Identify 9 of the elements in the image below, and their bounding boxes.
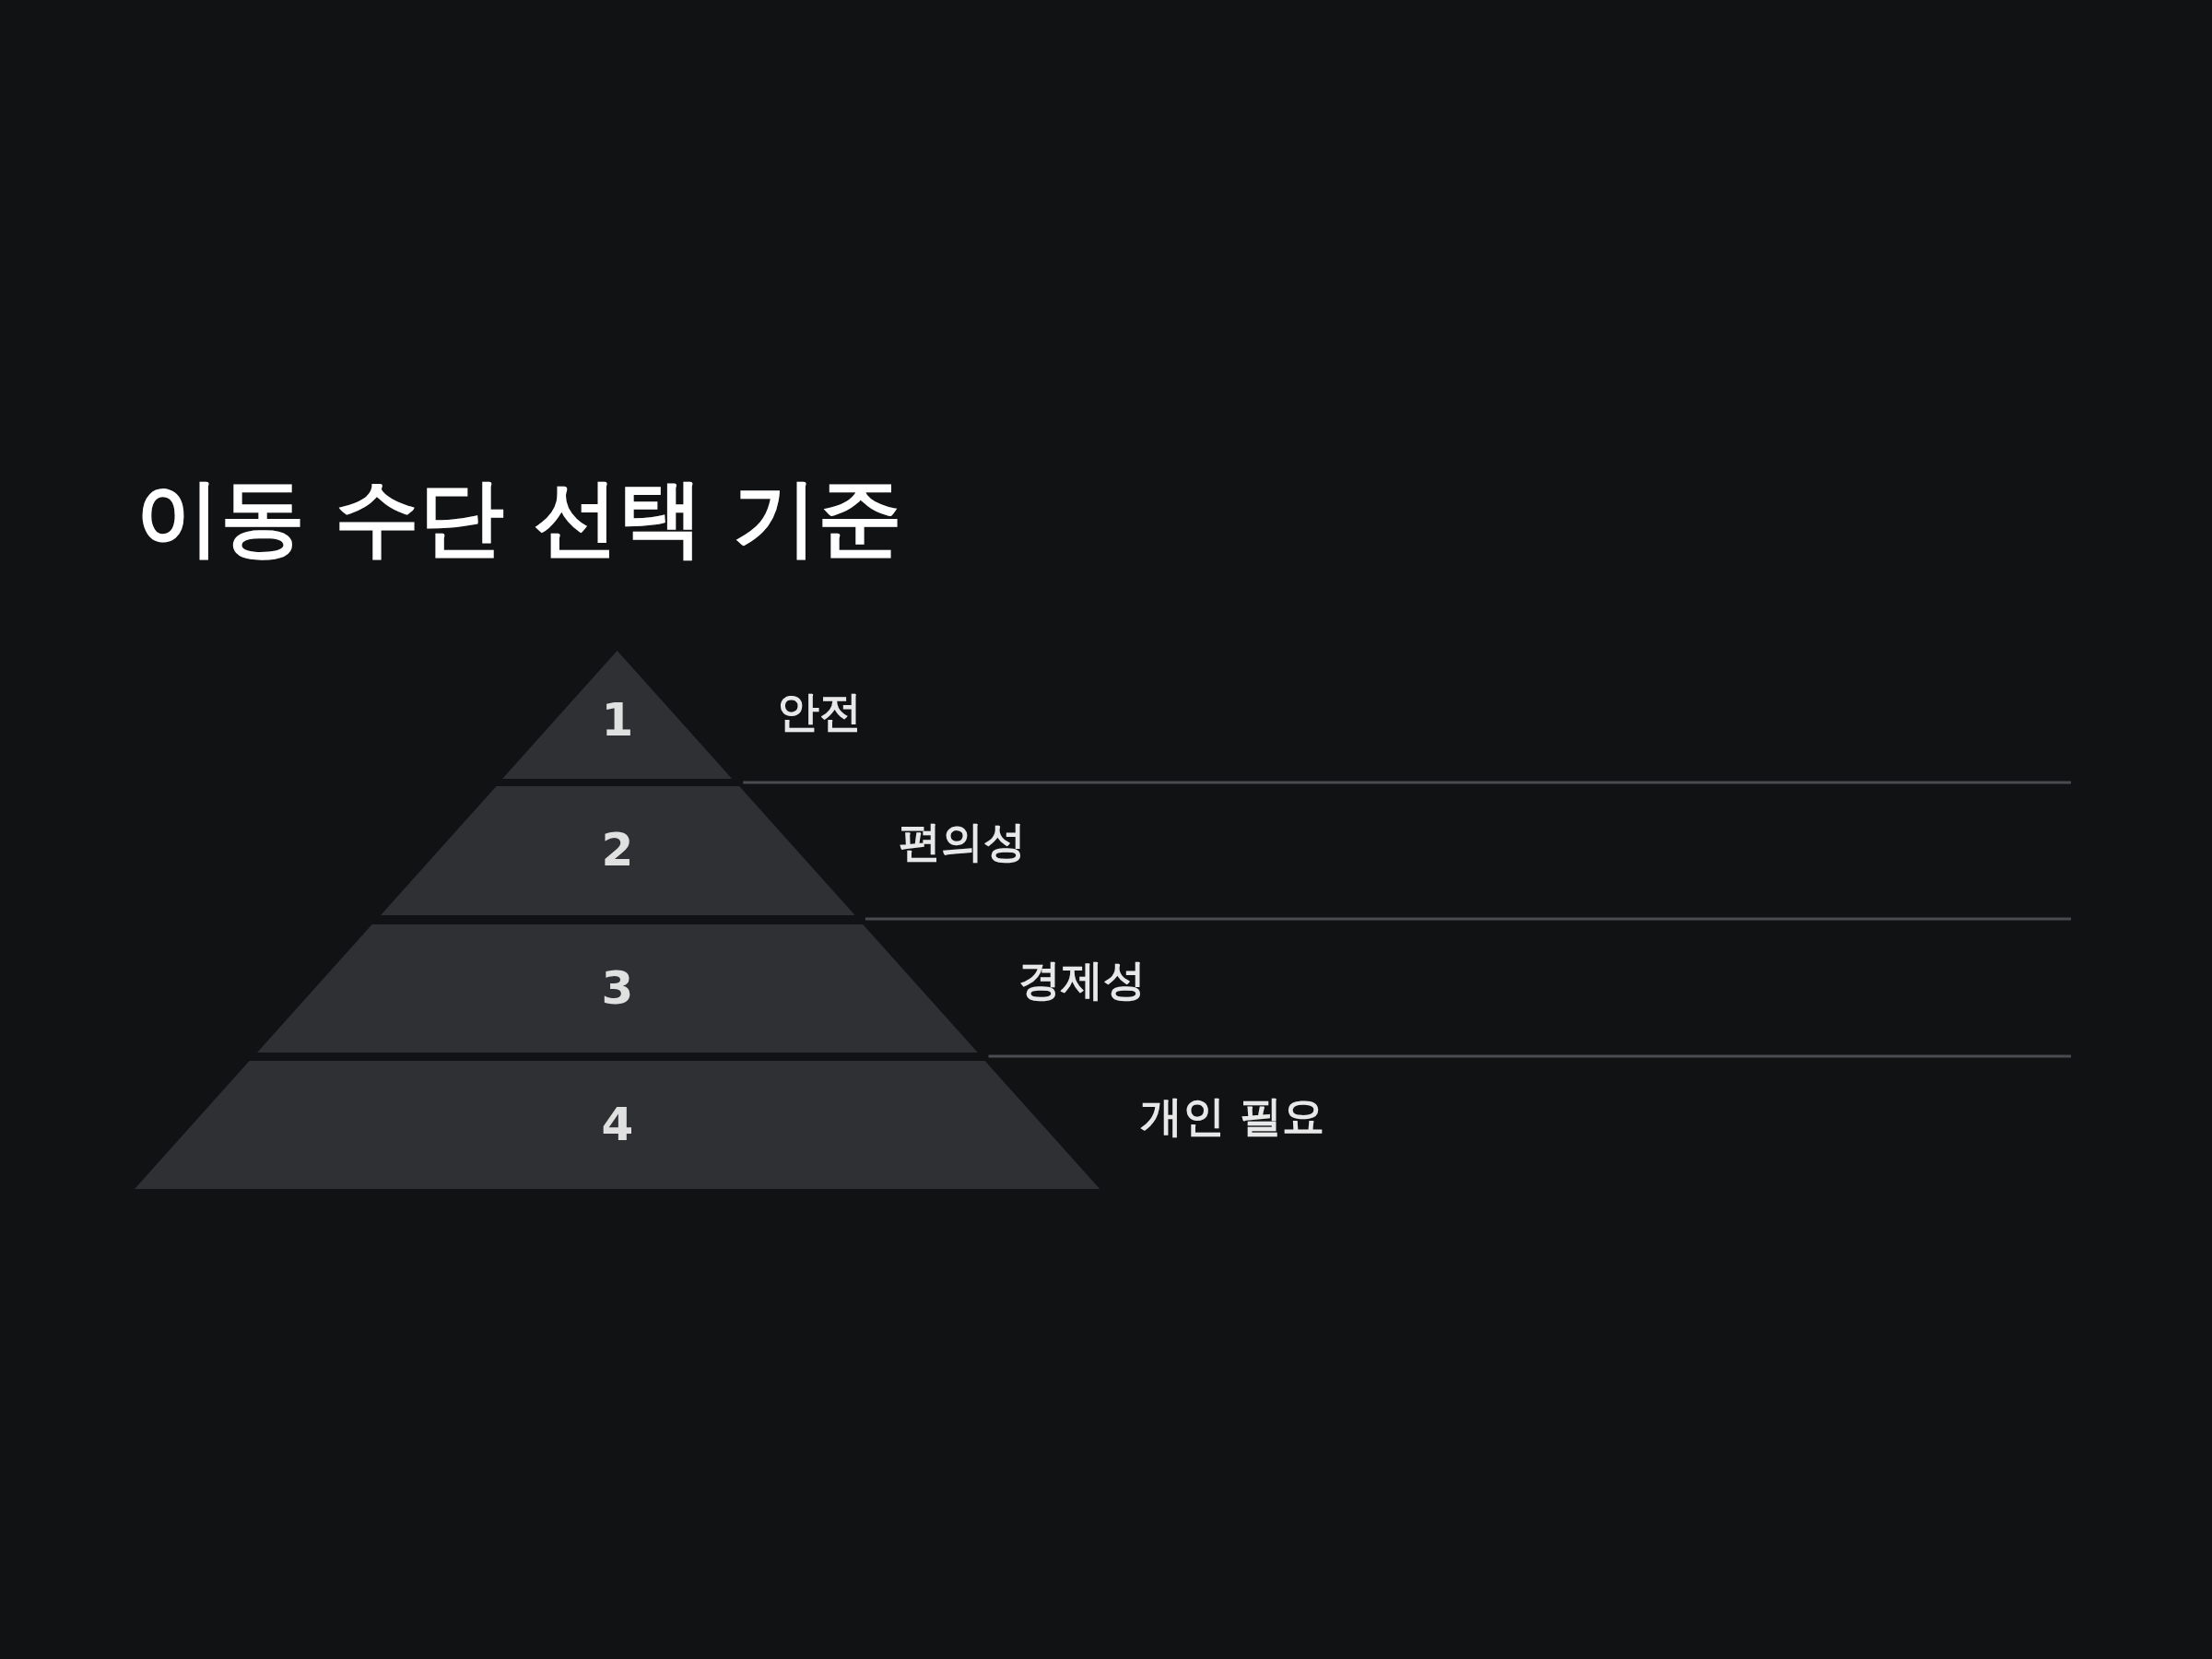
tier-number: 2 (600, 823, 635, 877)
tier-number: 1 (600, 693, 635, 747)
tier-label: 경제성 (1018, 954, 1146, 1006)
tier-label: 안전 (777, 686, 862, 738)
tier-number: 4 (600, 1097, 635, 1151)
tier-label: 편의성 (899, 816, 1026, 868)
tier-label: 개인 필요 (1140, 1090, 1324, 1143)
tier-number: 3 (600, 960, 635, 1015)
diagram-title: 이동 수단 선택 기준 (135, 467, 903, 569)
